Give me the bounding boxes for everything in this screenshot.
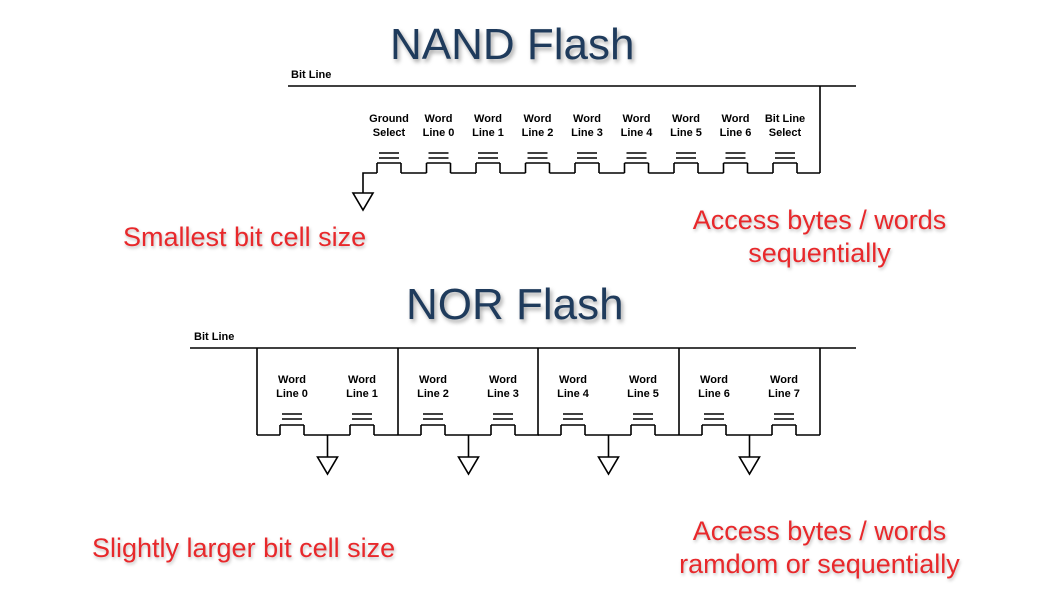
nor-cell-label-7-line2: Line 7 bbox=[768, 388, 800, 400]
nor-cell-label-3-line1: Word bbox=[489, 374, 517, 386]
nor-bit-line-label: Bit Line bbox=[194, 331, 235, 343]
nand-cell-label-2-line2: Line 1 bbox=[472, 127, 504, 139]
nand-cell-label-2-line1: Word bbox=[474, 113, 502, 125]
nor-cell-label-6-line1: Word bbox=[700, 374, 728, 386]
nand-cell-label-7-line2: Line 6 bbox=[719, 127, 752, 139]
nor-cell-label-6-line2: Line 6 bbox=[698, 388, 730, 400]
nand-note-access-line2: sequentially bbox=[748, 238, 891, 268]
nand-title: NAND Flash bbox=[390, 20, 635, 69]
nand-ground-lead bbox=[362, 172, 377, 193]
nor-cell-label-3-line2: Line 3 bbox=[487, 388, 519, 400]
nor-cell-label-4-line1: Word bbox=[559, 374, 587, 386]
nand-cell-label-5-line1: Word bbox=[622, 113, 651, 125]
nand-note-cell-size: Smallest bit cell size bbox=[123, 222, 367, 252]
nor-cell-label-1-line1: Word bbox=[348, 374, 376, 386]
nor-cell-label-5-line1: Word bbox=[629, 374, 657, 386]
nand-cell-label-4-line1: Word bbox=[573, 113, 601, 125]
nand-note-access-line1: Access bytes / words bbox=[692, 205, 947, 235]
nand-cell-label-3-line2: Line 2 bbox=[521, 127, 554, 139]
nor-note-access-line2: ramdom or sequentially bbox=[679, 549, 960, 579]
nor-cell-label-0-line2: Line 0 bbox=[276, 388, 308, 400]
nor-cell-label-2-line2: Line 2 bbox=[417, 388, 449, 400]
nand-ground-icon bbox=[351, 192, 375, 212]
nand-cell-label-7-line1: Word bbox=[721, 113, 750, 125]
nor-ground-icon-2 bbox=[597, 456, 620, 476]
nand-cell-label-5-line2: Line 4 bbox=[620, 127, 653, 139]
nor-cell-label-4-line2: Line 4 bbox=[557, 388, 589, 400]
nor-ground-icon-3 bbox=[738, 456, 761, 476]
nor-cell-label-5-line2: Line 5 bbox=[627, 388, 659, 400]
nand-cell-label-8-line1: Bit Line bbox=[764, 113, 806, 125]
nor-cell-label-1-line2: Line 1 bbox=[346, 388, 378, 400]
nand-cell-label-6-line1: Word bbox=[672, 113, 700, 125]
nand-cell-label-1-line2: Line 0 bbox=[422, 127, 455, 139]
nor-ground-icon-1 bbox=[457, 456, 480, 476]
nand-cell-label-0-line1: Ground bbox=[369, 113, 409, 125]
nand-note-access: Access bytes / words sequentially bbox=[662, 204, 977, 270]
nand-cell-label-3-line1: Word bbox=[523, 113, 552, 125]
nand-cell-label-8-line2: Select bbox=[768, 127, 802, 139]
nor-cell-label-2-line1: Word bbox=[419, 374, 447, 386]
nand-cell-label-0-line2: Select bbox=[372, 127, 406, 139]
nand-bit-line-label: Bit Line bbox=[291, 69, 332, 81]
nand-cell-label-1-line1: Word bbox=[424, 113, 453, 125]
nor-ground-icon-0 bbox=[316, 456, 339, 476]
nand-cell-label-6-line2: Line 5 bbox=[670, 127, 702, 139]
nor-note-access: Access bytes / words ramdom or sequentia… bbox=[662, 515, 977, 581]
nor-cell-label-0-line1: Word bbox=[278, 374, 306, 386]
nor-title: NOR Flash bbox=[406, 280, 624, 329]
nor-note-access-line1: Access bytes / words bbox=[692, 516, 947, 546]
nand-cell-label-4-line2: Line 3 bbox=[571, 127, 603, 139]
nor-note-cell-size: Slightly larger bit cell size bbox=[92, 533, 396, 563]
nor-cell-label-7-line1: Word bbox=[770, 374, 798, 386]
